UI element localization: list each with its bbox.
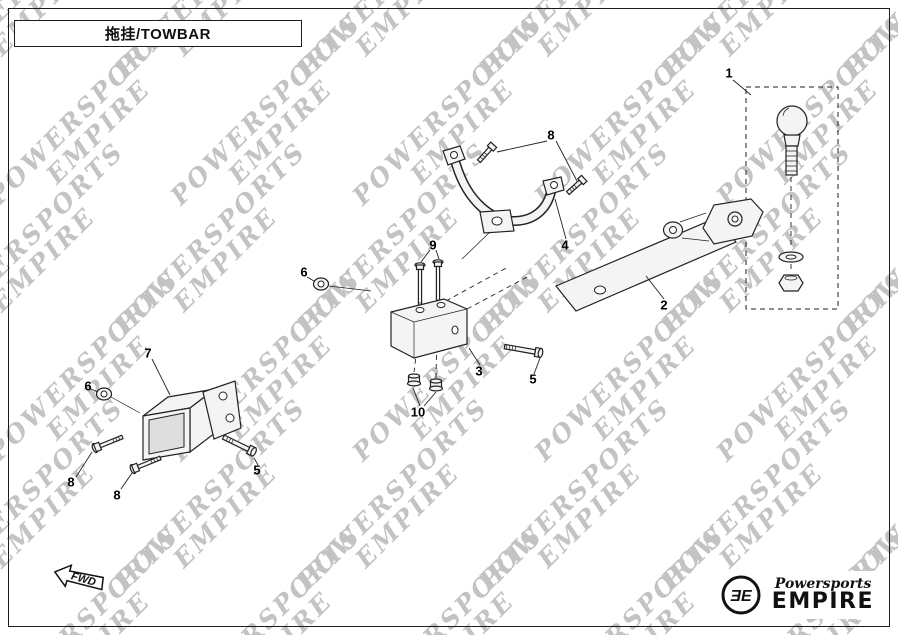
fwd-label: FWD — [70, 570, 97, 588]
title-box: 拖挂/TOWBAR — [14, 20, 302, 47]
page-title: 拖挂/TOWBAR — [105, 26, 211, 43]
leader-lines — [75, 79, 752, 490]
part-3-u-bracket — [390, 298, 468, 359]
brand-emblem-icon: ƎE — [721, 575, 761, 615]
part-8-bolts-top — [476, 141, 588, 196]
part-7-receiver-bracket — [142, 380, 242, 461]
callout-2: 2 — [660, 297, 668, 313]
callout-9: 9 — [429, 237, 437, 253]
callout-8: 8 — [67, 474, 75, 490]
part-10-nuts — [406, 373, 444, 392]
part-4-support-bracket — [442, 145, 565, 260]
callout-5: 5 — [253, 462, 261, 478]
part-5-bolt-right — [503, 343, 544, 359]
callout-3: 3 — [475, 363, 483, 379]
part-1-hitch-ball — [745, 86, 839, 310]
fwd-arrow: FWD — [53, 563, 105, 591]
callout-4: 4 — [561, 237, 569, 253]
brand-logo: ƎE Powersports EMPIRE — [714, 571, 878, 619]
callout-8: 8 — [113, 487, 121, 503]
callout-7: 7 — [144, 345, 152, 361]
svg-text:ƎE: ƎE — [730, 588, 753, 605]
logo-empire: EMPIRE — [771, 589, 874, 614]
callout-6: 6 — [300, 264, 308, 280]
callout-6: 6 — [84, 378, 92, 394]
logo-powersports: Powersports — [774, 576, 872, 592]
part-6-washer-right — [312, 277, 372, 292]
callout-1: 1 — [725, 65, 733, 81]
callout-10: 10 — [410, 404, 426, 420]
callout-5: 5 — [529, 371, 537, 387]
part-2-towbar-beam — [555, 198, 764, 312]
callout-8: 8 — [547, 127, 555, 143]
part-8-bolts-bottom — [91, 434, 162, 475]
part-6-washer-bottom — [95, 387, 141, 414]
part-5-bolt-bottom — [221, 434, 257, 457]
